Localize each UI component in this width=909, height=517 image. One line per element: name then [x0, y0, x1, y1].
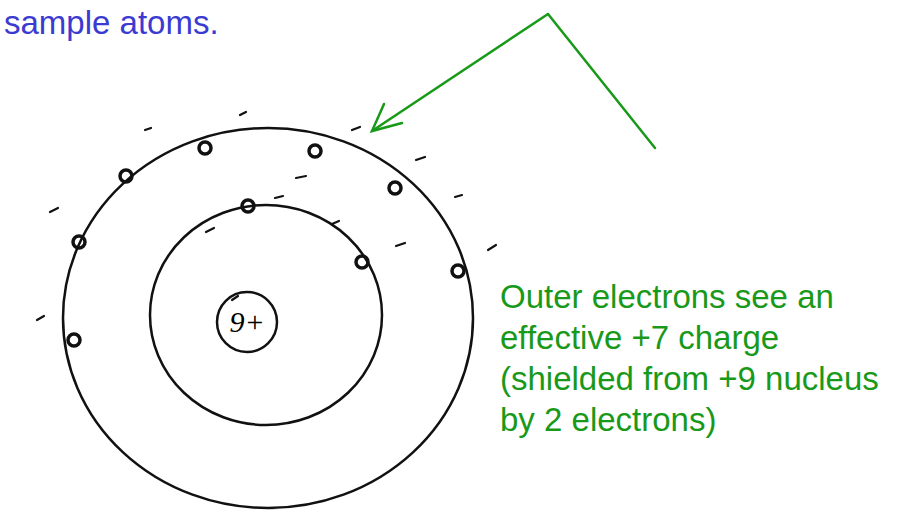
leader-line — [548, 14, 655, 148]
charge-mark — [332, 221, 339, 224]
charge-mark — [488, 245, 496, 250]
outer-shell — [63, 128, 473, 508]
nucleus-circle — [217, 292, 277, 352]
electron — [242, 200, 254, 212]
electron — [389, 182, 401, 194]
charge-mark — [296, 176, 306, 178]
charge-mark — [275, 196, 283, 198]
nucleus-charge: 9+ — [229, 306, 264, 338]
charge-mark — [240, 112, 246, 115]
electron — [68, 334, 80, 346]
charge-mark — [50, 208, 58, 212]
charge-mark — [206, 228, 214, 232]
charge-mark — [37, 316, 44, 320]
nucleus: 9+ — [215, 290, 279, 354]
callout-note: Outer electrons see an effective +7 char… — [500, 276, 890, 440]
inner-shell — [150, 205, 382, 425]
electron — [73, 236, 85, 248]
electron — [452, 265, 464, 277]
heading-fragment: sample atoms. — [4, 2, 324, 43]
electron — [199, 142, 211, 154]
electron — [356, 256, 368, 268]
charge-mark — [352, 127, 360, 130]
charge-mark — [145, 128, 151, 130]
charge-mark — [416, 157, 425, 160]
charge-mark — [396, 243, 405, 246]
charge-mark — [455, 195, 462, 197]
electron — [120, 170, 132, 182]
electron — [309, 145, 321, 157]
arrowhead — [372, 104, 402, 131]
leader-line — [372, 14, 548, 131]
